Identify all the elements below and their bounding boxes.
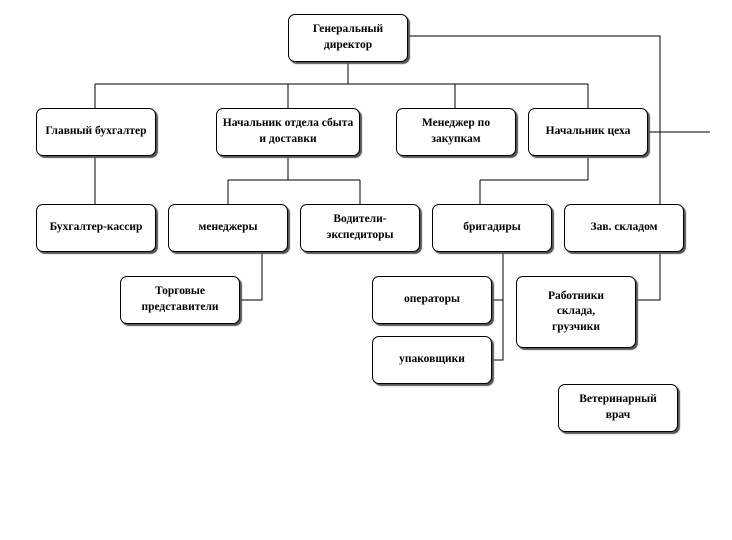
node-foremen-label: бригадиры — [463, 221, 521, 234]
node-drivers: Водители-экспедиторы — [300, 204, 420, 252]
node-shop-head: Начальник цеха — [528, 108, 648, 156]
node-sales-reps: Торговые представители — [120, 276, 240, 324]
node-warehouse-head-label: Зав. складом — [590, 221, 658, 234]
node-shop-head-label: Начальник цеха — [545, 125, 631, 138]
node-managers-label: менеджеры — [198, 221, 258, 234]
node-chief-accountant-label: Главный бухгалтер — [45, 125, 147, 138]
node-packers-label: упаковщики — [399, 353, 465, 366]
node-vet: Ветеринарный врач — [558, 384, 678, 432]
connector-managers-reps — [240, 252, 263, 301]
node-operators: операторы — [372, 276, 492, 324]
node-head-sales-label: Начальник отдела сбыта и доставки — [222, 117, 354, 145]
node-packers: упаковщики — [372, 336, 492, 384]
connector-ceo-warehouse — [408, 35, 661, 204]
node-foremen: бригадиры — [432, 204, 552, 252]
node-warehouse-workers: Работники склада, грузчики — [516, 276, 636, 348]
node-sales-reps-label: Торговые представители — [141, 285, 219, 313]
node-drivers-label: Водители-экспедиторы — [326, 213, 394, 241]
node-managers: менеджеры — [168, 204, 288, 252]
node-cashier-accountant: Бухгалтер-кассир — [36, 204, 156, 252]
node-operators-label: операторы — [404, 293, 460, 306]
node-purchasing-manager-label: Менеджер по закупкам — [421, 117, 491, 145]
connector-foremen-down — [492, 252, 504, 361]
node-vet-label: Ветеринарный врач — [579, 393, 657, 421]
node-ceo-label: Генеральный директор — [312, 23, 384, 51]
node-cashier-accountant-label: Бухгалтер-кассир — [49, 221, 143, 234]
connector-warehouse-workers — [636, 252, 661, 301]
node-ceo: Генеральный директор — [288, 14, 408, 62]
node-purchasing-manager: Менеджер по закупкам — [396, 108, 516, 156]
node-chief-accountant: Главный бухгалтер — [36, 108, 156, 156]
node-head-sales: Начальник отдела сбыта и доставки — [216, 108, 360, 156]
node-warehouse-workers-label: Работники склада, грузчики — [547, 289, 605, 333]
node-warehouse-head: Зав. складом — [564, 204, 684, 252]
